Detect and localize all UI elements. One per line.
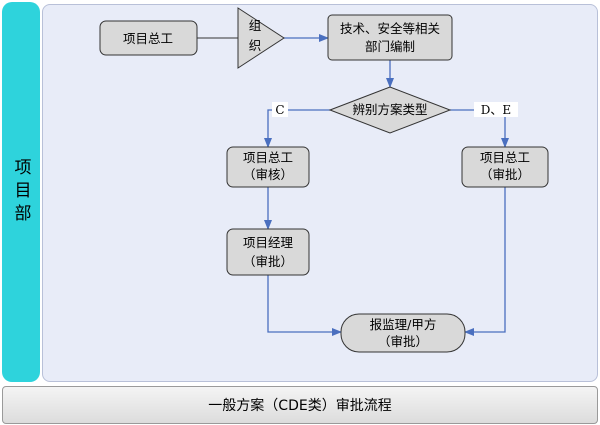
diagram-caption: 一般方案（CDE类）审批流程: [208, 398, 392, 414]
swimlane-title: 项目部: [10, 157, 31, 227]
edge-manager-to-submit: [267, 275, 342, 336]
node-project-manager: 项目经理 （审批）: [226, 228, 310, 276]
node-project-manager-line2: （审批）: [243, 254, 293, 269]
node-project-chief-review-line1: 项目总工: [243, 150, 293, 165]
node-project-chief-approve-line1: 项目总工: [480, 150, 530, 165]
node-compile-line1: 技术、安全等相关: [340, 21, 440, 36]
node-project-chief-start: 项目总工: [99, 20, 198, 56]
node-submit-supervisor: 报监理/甲方 （审批）: [340, 313, 466, 353]
edge-label-de-bg: [474, 102, 518, 117]
node-submit-supervisor-line2: （审批）: [378, 334, 428, 349]
node-project-chief-review: 项目总工 （审核）: [226, 146, 310, 188]
caption-bar: 一般方案（CDE类）审批流程: [2, 386, 598, 424]
node-compile-line2: 部门编制: [365, 39, 415, 54]
node-submit-supervisor-line1: 报监理/甲方: [370, 317, 437, 332]
node-project-chief-approve-line2: （审批）: [480, 167, 530, 182]
node-decision: 辨别方案类型: [328, 86, 452, 134]
edge-decision-to-review: [264, 109, 330, 148]
edge-approve-to-submit: [464, 187, 506, 336]
node-organize-line1: 组: [249, 18, 262, 33]
node-project-manager-line1: 项目经理: [243, 235, 294, 250]
node-project-chief-review-line2: （审核）: [243, 167, 293, 182]
node-project-chief-approve: 项目总工 （审批）: [461, 146, 549, 188]
node-organize-line2: 织: [249, 38, 262, 53]
node-organize: 组 织: [237, 7, 285, 69]
swimlane-header: 项目部: [2, 2, 40, 382]
node-project-chief-start-label: 项目总工: [123, 31, 173, 46]
edge-label-c: C: [275, 103, 284, 117]
edge-label-de: D、E: [481, 103, 511, 117]
node-decision-label: 辨别方案类型: [352, 102, 427, 117]
node-compile: 技术、安全等相关 部门编制: [327, 14, 453, 61]
edge-label-c-bg: [272, 102, 288, 117]
